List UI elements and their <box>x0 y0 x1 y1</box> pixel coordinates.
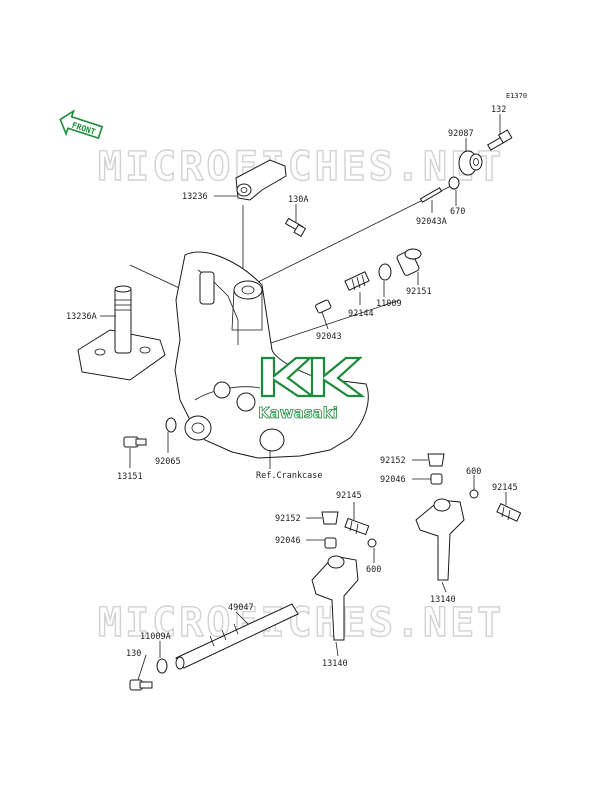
ref-crankcase-label: Ref.Crankcase <box>256 471 323 481</box>
part-label[interactable]: 13140 <box>430 595 456 605</box>
part-label[interactable]: 13236 <box>182 192 208 202</box>
ring-92046-right <box>430 473 443 485</box>
part-label[interactable]: 92152 <box>380 456 406 466</box>
bolt-132 <box>487 129 513 151</box>
ring-92046-left <box>324 537 337 549</box>
spring-92145-right <box>496 503 522 522</box>
front-arrow-icon: FRONT <box>59 109 104 140</box>
diagram-code: E1370 <box>506 92 527 100</box>
part-label[interactable]: 92087 <box>448 129 474 139</box>
part-label[interactable]: 130A <box>288 195 308 205</box>
ring-670 <box>448 176 460 190</box>
logo-text: Kawasaki <box>258 404 338 422</box>
washer-11009a <box>156 658 168 674</box>
part-label[interactable]: 92151 <box>406 287 432 297</box>
ball-600-right <box>469 489 479 499</box>
spring-92145-left <box>344 517 370 536</box>
part-label[interactable]: 92152 <box>275 514 301 524</box>
part-label[interactable]: 132 <box>491 105 506 115</box>
pin-92043 <box>315 299 332 314</box>
part-label[interactable]: 13236A <box>66 312 97 322</box>
part-label[interactable]: 92046 <box>275 536 301 546</box>
part-label[interactable]: 92046 <box>380 475 406 485</box>
spring-92144 <box>344 271 370 291</box>
shaft-49047 <box>175 603 299 670</box>
part-label[interactable]: 92144 <box>348 309 374 319</box>
ref-line-spring <box>264 299 401 346</box>
roller-92152-right <box>427 453 445 467</box>
roller-92152-left <box>321 511 339 525</box>
part-label[interactable]: 92065 <box>155 457 181 467</box>
shift-lever-13236 <box>235 159 287 201</box>
part-label[interactable]: 11009A <box>140 632 171 642</box>
ref-line-upper <box>249 183 456 287</box>
part-label[interactable]: 600 <box>366 565 381 575</box>
crankcase-body <box>174 251 369 459</box>
part-label[interactable]: 670 <box>450 207 465 217</box>
fork-13140-left <box>311 555 359 641</box>
part-label[interactable]: 13140 <box>322 659 348 669</box>
part-label[interactable]: 92145 <box>492 483 518 493</box>
watermark-bottom: MICROFICHES.NET <box>98 600 504 646</box>
ball-600-left <box>367 538 377 548</box>
part-label[interactable]: 600 <box>466 467 481 477</box>
part-label[interactable]: 92043 <box>316 332 342 342</box>
watermark-top: MICROFICHES.NET <box>98 144 504 190</box>
part-label[interactable]: 130 <box>126 649 141 659</box>
part-label[interactable]: 13151 <box>117 472 143 482</box>
shift-shaft-13236a <box>77 285 166 381</box>
part-label[interactable]: 92043A <box>416 217 447 227</box>
washer-11009 <box>378 263 392 281</box>
bolt-130 <box>129 679 153 691</box>
pin-92043a <box>419 187 443 203</box>
part-label[interactable]: 92145 <box>336 491 362 501</box>
fork-13140-right <box>415 498 465 581</box>
kawasaki-logo: Kawasaki <box>258 356 366 422</box>
ring-92065 <box>165 417 177 433</box>
part-label[interactable]: 11009 <box>376 299 402 309</box>
part-label[interactable]: 49047 <box>228 603 254 613</box>
bolt-13151 <box>123 436 147 448</box>
plunger-92151 <box>396 248 422 276</box>
guide-92087 <box>458 150 483 176</box>
bolt-130a <box>284 217 307 238</box>
